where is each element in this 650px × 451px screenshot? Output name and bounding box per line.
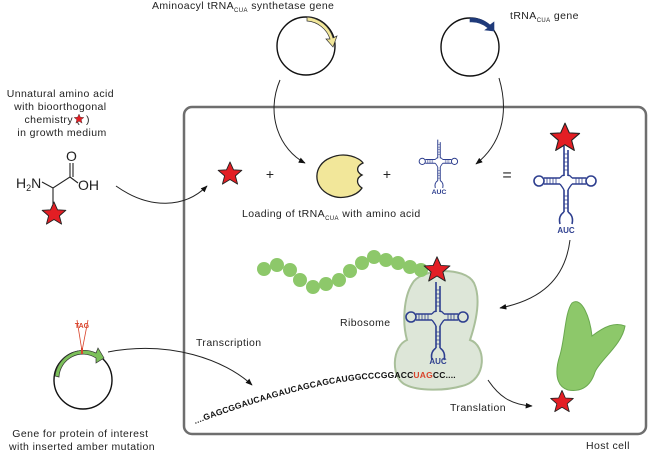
translation-label: Translation	[450, 402, 506, 414]
transcription-label: Transcription	[196, 337, 262, 349]
loading-label: Loading of tRNACUA with amino acid	[242, 208, 421, 222]
host-cell-label: Host cell	[586, 440, 630, 451]
trna-uncharged-icon: AUC	[418, 139, 459, 196]
gene-arrow	[54, 347, 105, 378]
equals-sign: =	[502, 167, 511, 184]
svg-text:AUC: AUC	[432, 189, 447, 196]
host-cell-boundary	[182, 105, 648, 436]
polypeptide-chain	[257, 250, 428, 294]
ribosome-label: Ribosome	[340, 317, 390, 329]
svg-text:OH: OH	[78, 177, 99, 193]
trna-plasmid	[440, 17, 500, 77]
trna-charged-icon: AUC	[533, 145, 597, 235]
synthetase-gene-label: Aminoacyl tRNACUA synthetase gene	[152, 0, 334, 14]
unnatural-aa-paren: )	[86, 114, 90, 126]
synthetase-to-enzyme-arrow	[273, 79, 306, 164]
trna-gene-to-trna-arrow	[475, 77, 504, 165]
charged-trna-star-icon	[549, 122, 581, 151]
tag-label: TAG	[75, 323, 90, 330]
trna-gene-arrow	[469, 17, 495, 32]
unnatural-aa-star-icon	[217, 161, 243, 185]
trna-gene-label: tRNACUA gene	[510, 10, 579, 24]
svg-text:H2N: H2N	[16, 175, 41, 193]
synthetase-gene-arrow	[306, 16, 338, 48]
trna-to-ribosome-arrow	[499, 239, 571, 310]
svg-text:O: O	[66, 148, 77, 164]
amino-acid-structure: H2N O OH	[16, 148, 99, 225]
gene-of-interest-label: Gene for protein of interest with insert…	[8, 428, 155, 451]
synthetase-enzyme	[316, 154, 364, 199]
trna-in-ribosome-icon: AUC	[405, 281, 469, 366]
transcription-arrow	[107, 347, 253, 386]
protein-star-icon	[550, 390, 574, 413]
svg-text:AUC: AUC	[557, 226, 575, 235]
mrna-sequence: ....GAGCGGAUCAAGAUCAGCAGCAUGGCCCGGACCUAG…	[192, 370, 456, 426]
synthetase-plasmid	[276, 16, 338, 76]
uptake-arrow	[115, 185, 208, 204]
protein-shape	[556, 301, 626, 391]
unnatural-aa-label: Unnatural amino acid with bioorthogonal …	[7, 88, 118, 139]
plus-sign-2: +	[383, 166, 391, 182]
ribosome-shape	[393, 270, 483, 391]
translation-arrow-curve	[487, 379, 533, 409]
gene-of-interest-plasmid: TAG	[53, 319, 113, 410]
svg-text:AUC: AUC	[429, 357, 447, 366]
plus-sign-1: +	[266, 166, 274, 182]
